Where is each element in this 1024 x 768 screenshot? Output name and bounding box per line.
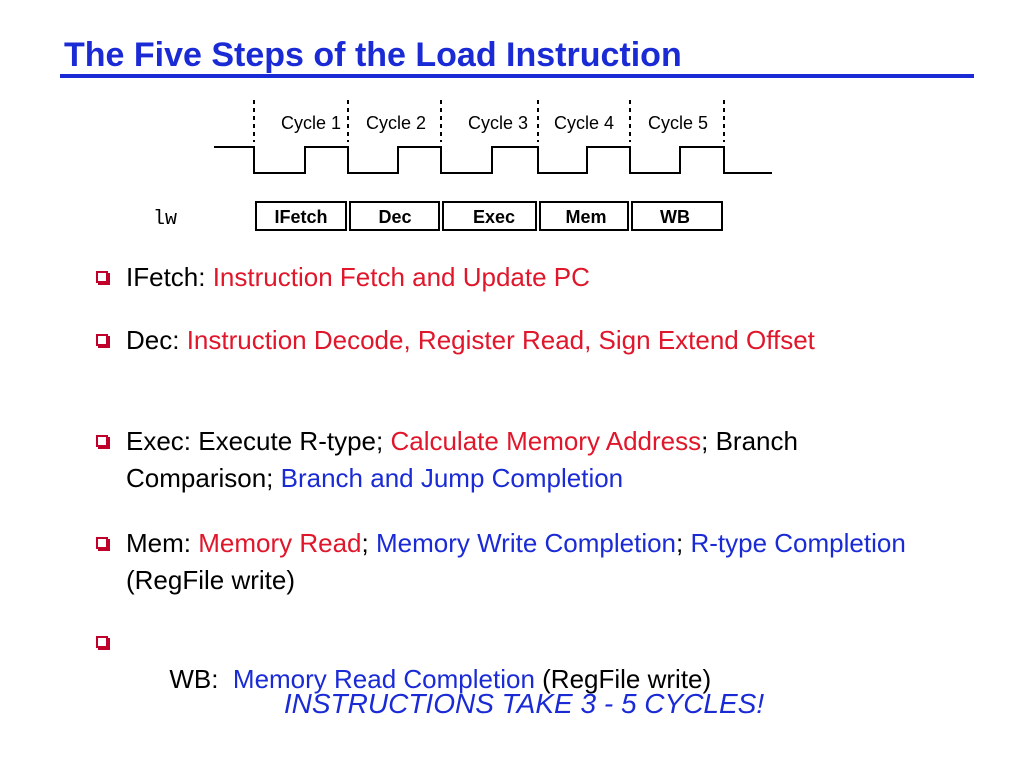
stage-label: Dec	[378, 207, 411, 227]
instruction-label: lw	[153, 208, 178, 231]
bullet-segment: Mem:	[126, 528, 199, 558]
bullet-segment: ; Branch Comparison;	[126, 426, 798, 493]
clock-waveform	[214, 146, 772, 174]
bullet-segment: Instruction Decode, Register Read, Sign …	[186, 325, 815, 355]
bullet-marker-icon	[96, 334, 108, 346]
cycle-label: Cycle 4	[554, 113, 614, 133]
stage-label: Mem	[565, 207, 606, 227]
bullet-segment: Memory Write Completion	[375, 528, 677, 558]
bullet-segment: Memory Read Completion	[232, 664, 535, 694]
cycle-label: Cycle 3	[468, 113, 528, 133]
stage-label: WB	[660, 207, 690, 227]
bullet-text: Exec: Execute R-type; Calculate Memory A…	[126, 423, 916, 497]
bullet-marker-icon	[96, 435, 108, 447]
bullet-text: IFetch: Instruction Fetch and Update PC	[126, 259, 916, 296]
bullet-segment: R-type Completion	[690, 528, 906, 558]
bullet-segment: Branch and Jump Completion	[280, 463, 624, 493]
footer-note: INSTRUCTIONS TAKE 3 - 5 CYCLES!	[283, 688, 765, 719]
stage-boxes	[255, 201, 723, 231]
bullet-segment: ;	[676, 528, 691, 558]
bullet-marker-icon	[96, 271, 108, 283]
cycle-label: Cycle 5	[648, 113, 708, 133]
bullet-segment: WB:	[169, 664, 233, 694]
bullet-segment: ;	[361, 528, 376, 558]
page-title: The Five Steps of the Load Instruction	[64, 36, 682, 74]
cycle-boundaries	[253, 100, 725, 142]
bullet-segment: Instruction Fetch and Update PC	[212, 262, 590, 292]
stage-label: Exec	[473, 207, 515, 227]
cycle-labels: Cycle 1 Cycle 2 Cycle 3 Cycle 4 Cycle 5	[281, 113, 708, 133]
bullet-text: Dec: Instruction Decode, Register Read, …	[126, 322, 826, 359]
bullet-segment: (RegFile write)	[534, 664, 712, 694]
stage-labels: IFetch Dec Exec Mem WB	[274, 207, 690, 227]
bullet-segment: IFetch:	[126, 262, 213, 292]
bullet-segment: (RegFile write)	[126, 565, 296, 595]
cycle-label: Cycle 1	[281, 113, 341, 133]
bullet-segment: Memory Read	[198, 528, 362, 558]
pipeline-timing-diagram: Cycle 1 Cycle 2 Cycle 3 Cycle 4 Cycle 5 …	[214, 100, 772, 231]
title-underline	[60, 74, 974, 78]
bullet-marker-icon	[96, 636, 108, 648]
bullet-segment: Dec:	[126, 325, 187, 355]
bullet-segment: Exec: Execute R-type;	[126, 426, 391, 456]
bullet-marker-icon	[96, 537, 108, 549]
stage-label: IFetch	[274, 207, 327, 227]
cycle-label: Cycle 2	[366, 113, 426, 133]
bullet-text: Mem: Memory Read; Memory Write Completio…	[126, 525, 916, 599]
bullet-segment: Calculate Memory Address	[390, 426, 702, 456]
bullet-text: WB: Memory Read Completion (RegFile writ…	[126, 624, 916, 735]
